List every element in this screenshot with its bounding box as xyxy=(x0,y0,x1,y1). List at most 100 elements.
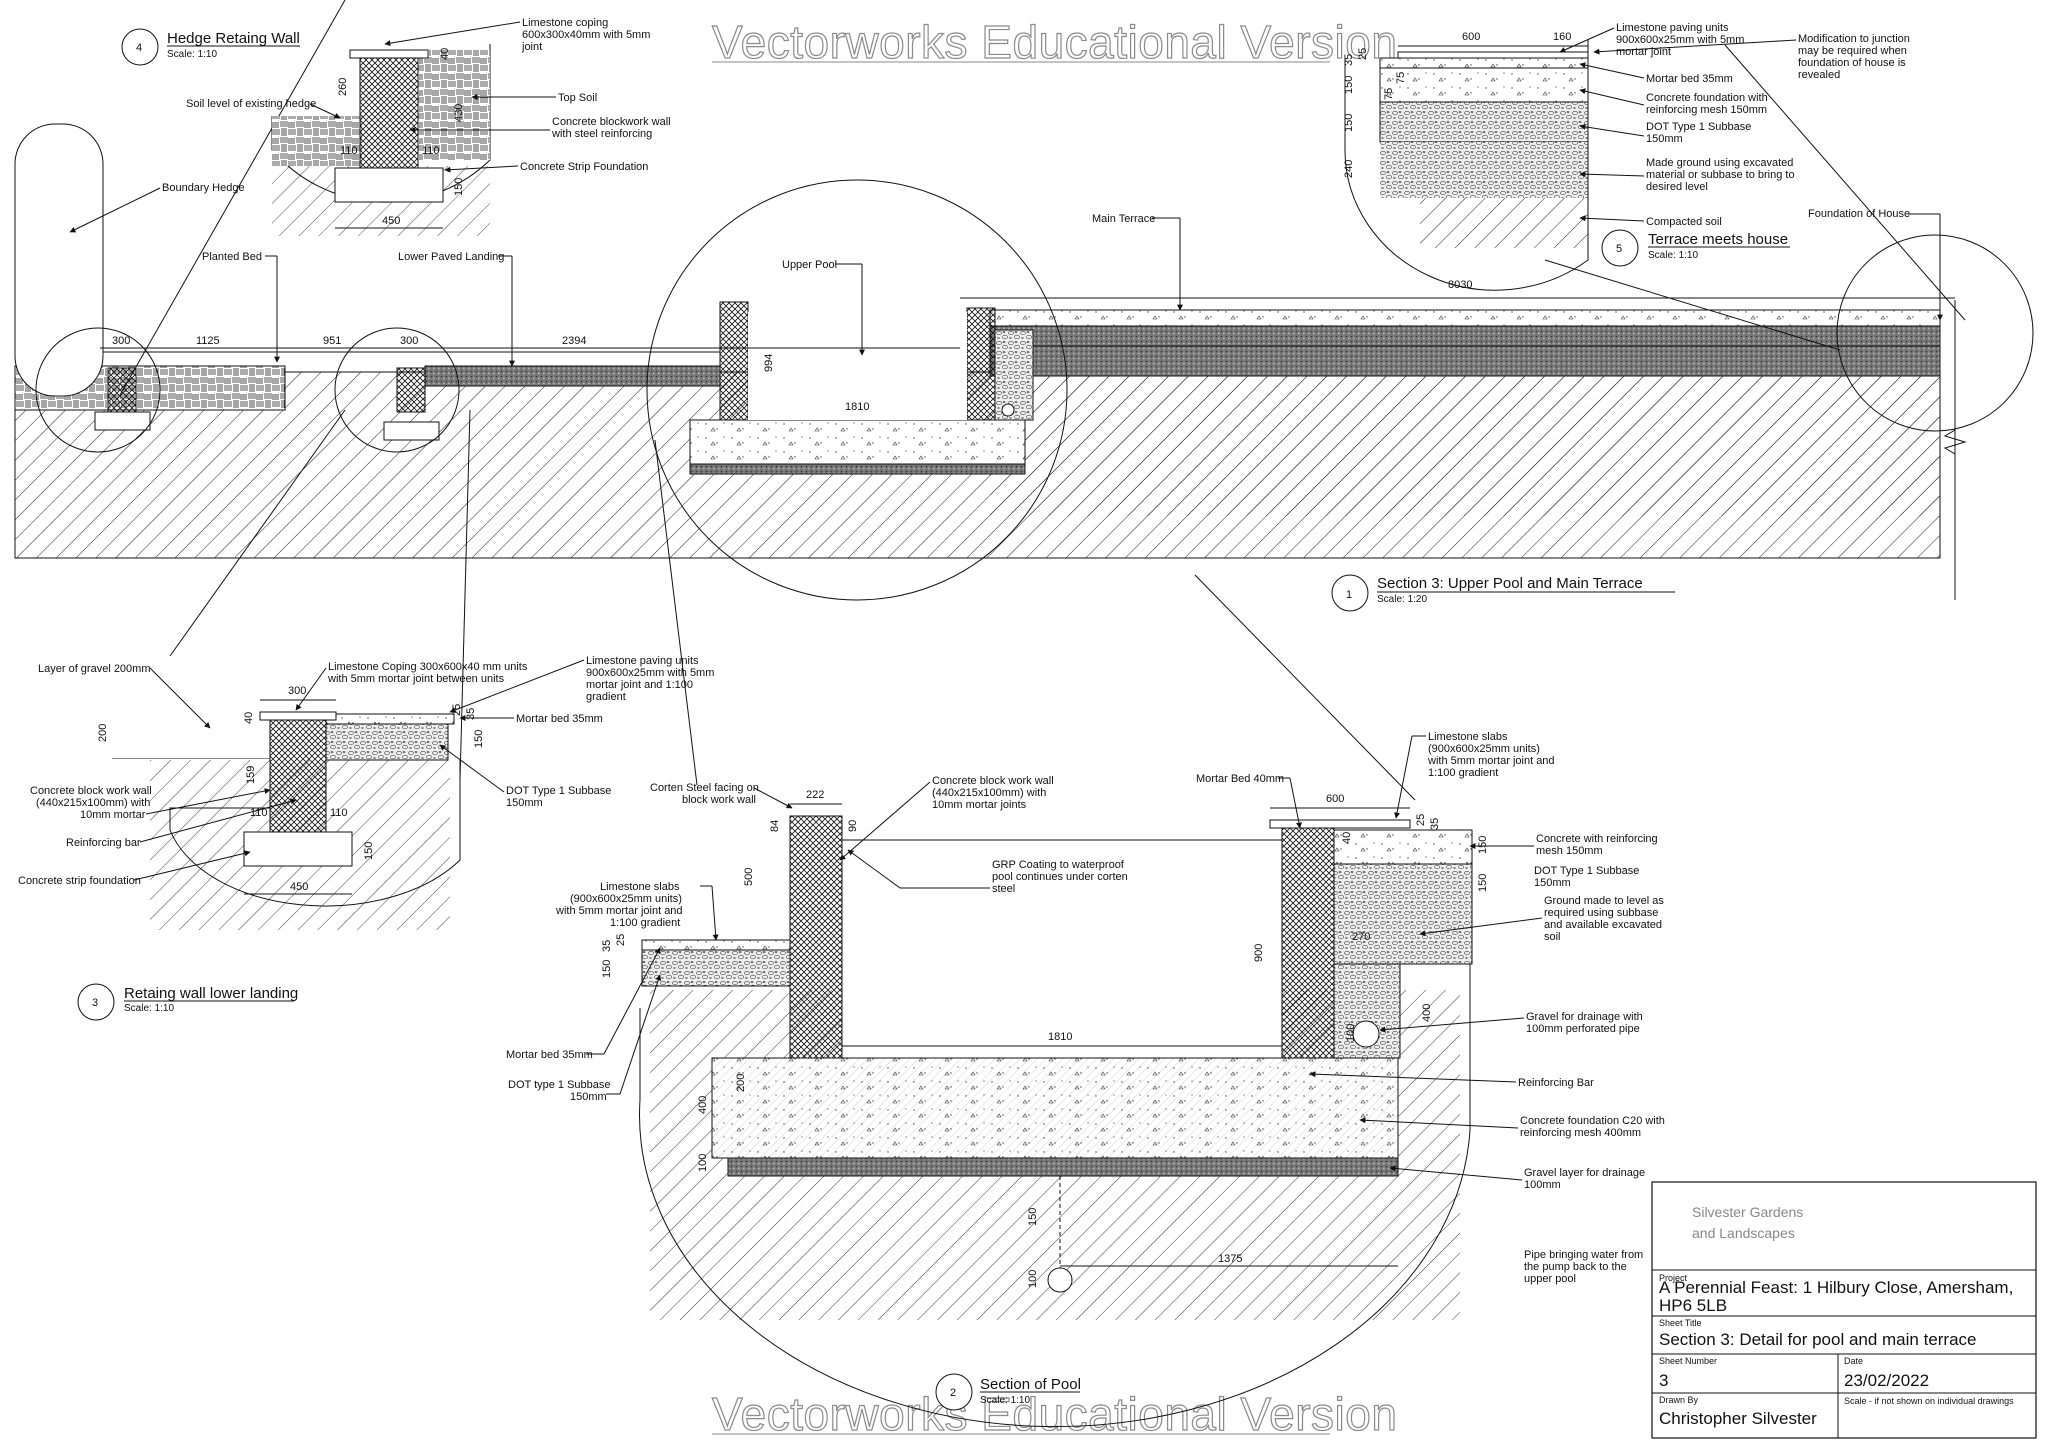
label-d5-paving-1: Limestone paving units xyxy=(1616,22,1729,34)
dim-d2-90: 90 xyxy=(847,820,859,832)
label-d3-subbase-1: DOT Type 1 Subbase xyxy=(506,785,611,797)
dim-d3-300: 300 xyxy=(288,685,306,697)
detail-1-number-circle xyxy=(1331,574,1369,612)
dim-d5-240: 240 xyxy=(1343,160,1355,178)
dim-d2-35a: 35 xyxy=(1429,818,1441,830)
tb-scale-note: Scale - if not shown on individual drawi… xyxy=(1844,1396,2014,1406)
label-d4-block-1: Concrete blockwork wall xyxy=(552,116,671,128)
d4-topsoil xyxy=(418,50,490,160)
tb-date-label: Date xyxy=(1844,1356,1863,1366)
dim-d1-300a: 300 xyxy=(112,335,130,347)
label-d3-paving-4: gradient xyxy=(586,691,626,703)
label-d4-strip-foundation: Concrete Strip Foundation xyxy=(520,161,648,173)
label-d2-reinforcing-bar: Reinforcing Bar xyxy=(1518,1077,1594,1089)
watermark-bottom: Vectorworks Educational Version xyxy=(712,1388,1397,1440)
watermark-top: Vectorworks Educational Version xyxy=(712,16,1397,68)
dim-d2-150c: 150 xyxy=(601,960,613,978)
detail-3-number: 3 xyxy=(92,997,98,1009)
label-d3-block-1: Concrete block work wall xyxy=(30,785,152,797)
label-d3-coping-2: with 5mm mortar joint between units xyxy=(327,673,505,685)
d2-drain-gravel xyxy=(727,1157,1399,1177)
d1-callout-circle-hedge xyxy=(35,327,161,453)
label-d2-rslabs-1: Limestone slabs xyxy=(1428,731,1508,743)
label-d2-rslabs-3: with 5mm mortar joint and xyxy=(1427,755,1555,767)
d1-callout-circle-pool xyxy=(646,179,1068,601)
d5-mortar xyxy=(1379,57,1589,69)
d1-boundary-hedge xyxy=(14,123,104,397)
detail-3-retaining-wall-lower-landing: 300 40 200 159 110 110 450 150 150 35 25… xyxy=(18,655,714,1021)
label-d5-modification-1: Modification to junction xyxy=(1798,33,1910,45)
dim-d5-25: 25 xyxy=(1357,48,1369,60)
label-d4-coping-3: joint xyxy=(521,41,542,53)
label-d3-subbase-2: 150mm xyxy=(506,797,543,809)
dim-d2-900: 900 xyxy=(1253,944,1265,962)
detail-2-number-circle xyxy=(935,1373,973,1411)
dim-d4-430: 430 xyxy=(453,104,465,122)
detail-4-hedge-retaining-wall: 260 40 110 110 450 150 430 Limestone cop… xyxy=(69,17,671,236)
d4-strip-foundation xyxy=(334,167,444,203)
d2-left-paving xyxy=(641,939,791,951)
dim-d2-600: 600 xyxy=(1326,793,1344,805)
label-d5-subbase-2: 150mm xyxy=(1646,133,1683,145)
detail-2-number: 2 xyxy=(950,1387,956,1399)
tb-project-label: Project xyxy=(1659,1273,1688,1283)
dim-d4-40: 40 xyxy=(439,48,451,60)
label-d2-return-pipe-3: upper pool xyxy=(1524,1273,1576,1285)
d3-paving xyxy=(325,713,455,725)
label-d2-drain-pipe-2: 100mm perforated pipe xyxy=(1526,1023,1640,1035)
d1-pool-foundation xyxy=(689,419,1026,465)
label-d5-foundation-2: reinforcing mesh 150mm xyxy=(1646,104,1767,116)
detail-3-title: Retaing wall lower landing xyxy=(124,985,298,1002)
d2-left-wall xyxy=(789,815,843,1059)
dim-d2-1375: 1375 xyxy=(1218,1253,1242,1265)
d3-coping xyxy=(259,711,337,721)
label-d5-made-ground-3: desired level xyxy=(1646,181,1708,193)
d1-terrace-madeground xyxy=(989,345,1941,377)
label-d5-compacted-soil: Compacted soil xyxy=(1646,216,1722,228)
label-d3-block-2: (440x215x100mm) with xyxy=(36,797,150,809)
detail-2-section-of-pool: 222 84 90 500 600 25 35 40 150 150 900 2… xyxy=(506,731,1665,1428)
d2-left-subbase xyxy=(641,949,791,987)
dim-d4-260: 260 xyxy=(337,78,349,96)
d2-right-wall xyxy=(1281,827,1335,1059)
label-d2-grp-1: GRP Coating to waterproof xyxy=(992,859,1125,871)
label-d2-concrete-mesh-2: mesh 150mm xyxy=(1536,845,1603,857)
dim-d5-150b: 150 xyxy=(1343,114,1355,132)
label-foundation-of-house: Foundation of House xyxy=(1808,208,1910,220)
label-d5-mortar: Mortar bed 35mm xyxy=(1646,73,1733,85)
detail-4-title: Hedge Retaing Wall xyxy=(167,30,300,47)
d1-callout-circle-landing xyxy=(334,327,460,453)
dim-d3-40: 40 xyxy=(243,712,255,724)
label-d2-made-ground-1: Ground made to level as xyxy=(1544,895,1664,907)
tb-date: 23/02/2022 xyxy=(1844,1371,1929,1390)
label-d2-return-pipe-2: the pump back to the xyxy=(1524,1261,1627,1273)
dim-d3-150b: 150 xyxy=(473,730,485,748)
d4-coping xyxy=(349,49,429,59)
d2-right-paving xyxy=(1269,819,1411,829)
dim-d2-25a: 25 xyxy=(1415,814,1427,826)
label-d2-corten-2: block work wall xyxy=(682,794,756,806)
d4-hedge-soil xyxy=(272,116,362,166)
dim-d2-100c: 100 xyxy=(1027,1270,1039,1288)
tb-company-line1: Silvester Gardens xyxy=(1692,1204,1803,1220)
label-d5-paving-3: mortar joint xyxy=(1616,46,1671,58)
d3-block-wall xyxy=(269,719,327,833)
d3-strip-foundation xyxy=(243,831,353,867)
label-d5-modification-4: revealed xyxy=(1798,69,1840,81)
dim-d1-300b: 300 xyxy=(400,335,418,347)
d2-perforated-pipe xyxy=(1352,1020,1380,1048)
d2-right-concrete xyxy=(1333,829,1473,865)
label-d3-block-3: 10mm mortar xyxy=(80,809,146,821)
detail-2-scale: Scale: 1:10 xyxy=(980,1395,1030,1406)
dim-d3-110a: 110 xyxy=(250,807,268,819)
label-d2-subbase-r-1: DOT Type 1 Subbase xyxy=(1534,865,1639,877)
dim-d2-35b: 35 xyxy=(601,940,613,952)
tb-drawn-by-label: Drawn By xyxy=(1659,1395,1699,1405)
d1-terrace-subbase xyxy=(989,325,1941,347)
label-d2-made-ground-4: soil xyxy=(1544,931,1561,943)
dim-d3-25: 25 xyxy=(451,704,463,716)
tb-sheet-title-label: Sheet Title xyxy=(1659,1318,1702,1328)
d2-pool-water xyxy=(841,839,1283,1059)
detail-3-scale: Scale: 1:10 xyxy=(124,1003,174,1014)
